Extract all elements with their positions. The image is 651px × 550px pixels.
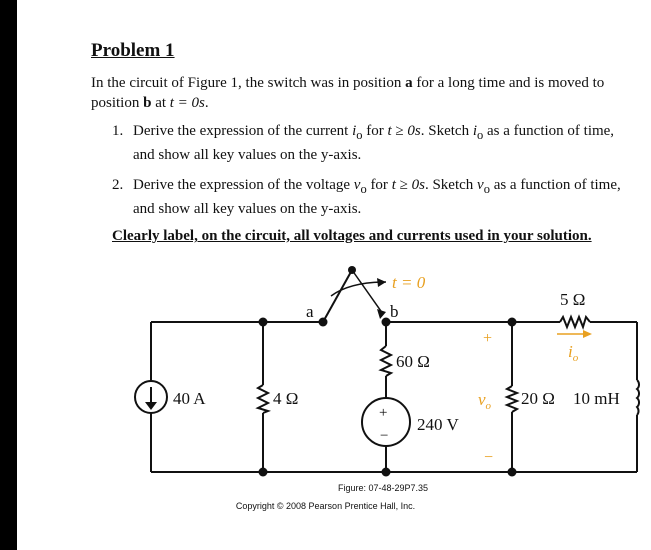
resistor-20ohm-value: 20 Ω <box>521 389 555 408</box>
resistor-4ohm-value: 4 Ω <box>273 389 298 408</box>
vo-plus: + <box>483 330 492 347</box>
node <box>507 317 517 327</box>
position-a-label: a <box>405 75 413 91</box>
node <box>507 467 517 477</box>
circuit-nodes <box>258 317 517 477</box>
switch-time-label: t = 0 <box>392 273 426 292</box>
problem-intro: In the circuit of Figure 1, the switch w… <box>91 75 605 111</box>
switch <box>322 266 387 323</box>
switch-terminal-b <box>381 317 391 327</box>
node <box>258 467 268 477</box>
figure-label: Figure: 07-48-29P7.35 <box>338 483 429 493</box>
labeling-note: Clearly label, on the circuit, all volta… <box>112 228 592 244</box>
circuit-wires <box>150 321 638 473</box>
resistor-60ohm-value: 60 Ω <box>396 352 430 371</box>
resistor-5ohm-value: 5 Ω <box>560 290 585 309</box>
figure-copyright: Copyright © 2008 Pearson Prentice Hall, … <box>235 501 416 511</box>
voltage-source-minus: − <box>380 428 388 444</box>
current-source-value: 40 A <box>173 389 206 408</box>
time-zero: t = 0s <box>169 95 205 111</box>
task-number: 2. <box>112 177 124 193</box>
node <box>258 317 268 327</box>
voltage-source-plus: + <box>379 405 387 421</box>
task-number: 1. <box>112 123 124 139</box>
current-source <box>134 380 168 414</box>
switch-pos-a: a <box>306 302 314 321</box>
resistor-60ohm <box>378 345 394 377</box>
current-io-label: io <box>568 342 579 364</box>
position-b-label: b <box>143 95 152 111</box>
voltage-source-value: 240 V <box>417 415 459 434</box>
node <box>381 467 391 477</box>
vo-minus: − <box>484 449 493 466</box>
inductor-value: 10 mH <box>573 389 620 408</box>
resistor-4ohm <box>255 384 272 414</box>
resistor-20ohm <box>504 385 520 413</box>
task-2: 2. Derive the expression of the voltage … <box>112 177 621 217</box>
vo-label: vo <box>478 390 492 412</box>
document-page <box>17 0 651 550</box>
switch-pos-b: b <box>390 302 399 321</box>
current-arrow-head <box>583 330 592 338</box>
voltage-source <box>361 397 411 447</box>
problem-title: Problem 1 <box>91 40 175 61</box>
inductor-10mh <box>635 379 640 416</box>
resistor-5ohm <box>559 314 591 331</box>
task-1: 1. Derive the expression of the current … <box>112 123 615 163</box>
